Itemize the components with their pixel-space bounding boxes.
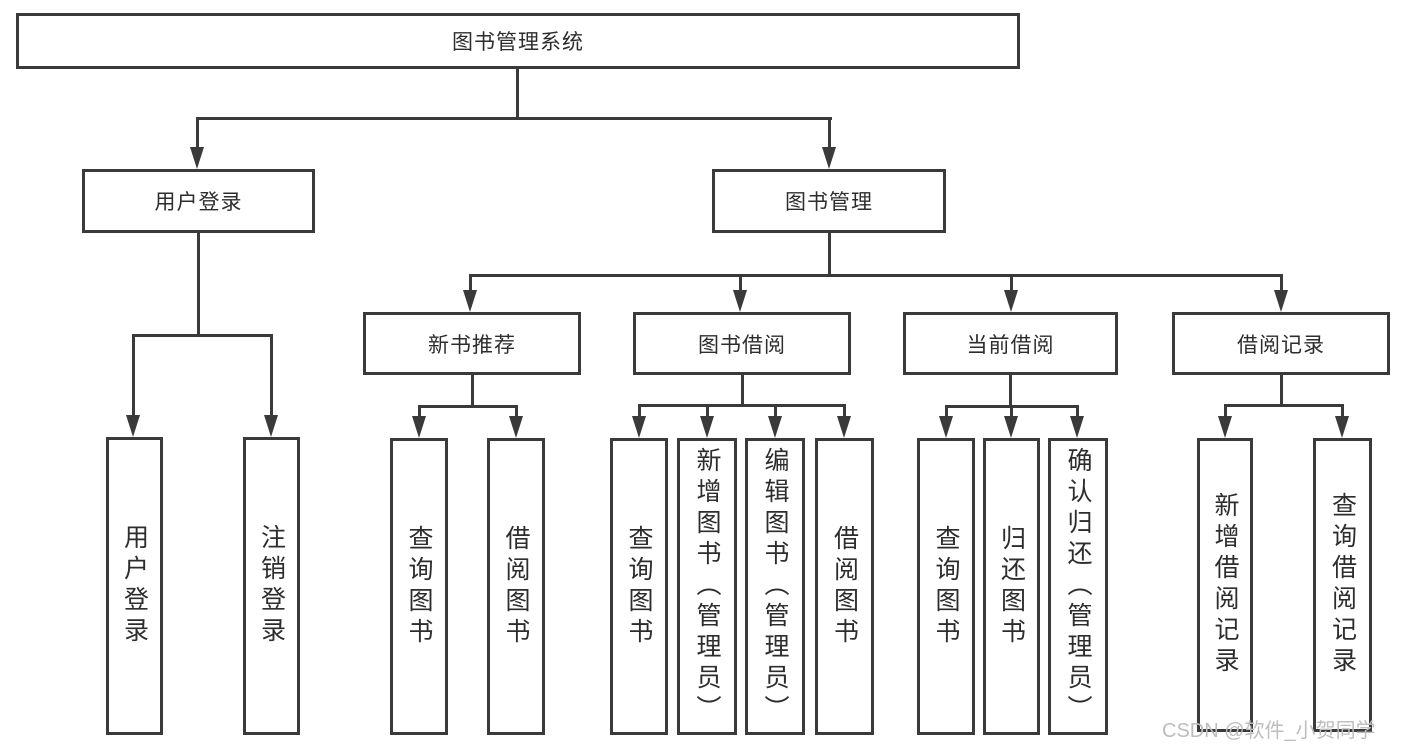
edge-line (196, 117, 199, 148)
edge-arrowhead-icon (822, 147, 836, 169)
edge-arrowhead-icon (463, 290, 477, 312)
leaf-query-borrow-record: 查询借阅记录 (1313, 438, 1372, 732)
edge-line (638, 404, 845, 407)
edge-line (132, 334, 135, 416)
leaf-edit-book-admin: 编辑图书︵管理员︶ (745, 438, 805, 735)
edge-line (469, 274, 472, 292)
edge-arrowhead-icon (412, 416, 426, 438)
edge-line (515, 405, 518, 418)
edge-arrowhead-icon (837, 416, 851, 438)
edge-line (945, 405, 948, 418)
node-book-management-label: 图书管理 (785, 191, 873, 214)
edge-line (197, 233, 200, 337)
edge-arrowhead-icon (733, 290, 747, 312)
node-book-borrow-label: 图书借阅 (698, 333, 786, 357)
leaf-user-login: 用户登录 (106, 437, 163, 735)
edge-line (418, 405, 517, 408)
node-current-borrow: 当前借阅 (903, 312, 1118, 375)
edge-arrowhead-icon (939, 416, 953, 438)
edge-arrowhead-icon (509, 416, 523, 438)
node-borrow-records: 借阅记录 (1172, 312, 1390, 375)
edge-line (516, 69, 519, 119)
edge-line (196, 117, 832, 120)
node-new-book-recommend-label: 新书推荐 (428, 333, 516, 357)
edge-arrowhead-icon (632, 416, 646, 438)
node-user-login-label: 用户登录 (154, 191, 243, 214)
edge-arrowhead-icon (264, 415, 278, 437)
edge-line (1224, 404, 1227, 418)
edge-arrowhead-icon (1004, 416, 1018, 438)
edge-line (828, 233, 831, 277)
leaf-query-books-recommend: 查询图书 (390, 438, 448, 735)
edge-arrowhead-icon (1335, 416, 1349, 438)
edge-line (774, 404, 777, 418)
csdn-watermark: CSDN @软件_小贺同学 (1162, 720, 1376, 742)
edge-arrowhead-icon (768, 416, 782, 438)
edge-line (1010, 274, 1013, 292)
node-current-borrow-label: 当前借阅 (966, 333, 1055, 357)
edge-arrowhead-icon (1274, 290, 1288, 312)
leaf-add-borrow-record: 新增借阅记录 (1197, 438, 1253, 732)
edge-line (828, 117, 831, 148)
edge-arrowhead-icon (190, 147, 204, 169)
edge-line (1224, 404, 1343, 407)
edge-line (739, 274, 742, 292)
edge-line (1009, 375, 1012, 408)
node-root-label: 图书管理系统 (452, 31, 584, 54)
leaf-confirm-return-admin: 确认归还︵管理员︶ (1048, 438, 1108, 735)
edge-arrowhead-icon (1070, 416, 1084, 438)
node-new-book-recommend: 新书推荐 (363, 312, 581, 375)
edge-line (638, 404, 641, 418)
edge-arrowhead-icon (126, 415, 140, 437)
edge-line (843, 404, 846, 418)
node-user-login: 用户登录 (82, 169, 315, 233)
edge-line (741, 375, 744, 406)
node-borrow-records-label: 借阅记录 (1237, 333, 1325, 357)
leaf-borrow-books: 借阅图书 (815, 438, 874, 735)
edge-arrowhead-icon (700, 416, 714, 438)
leaf-query-books-current: 查询图书 (917, 438, 975, 735)
edge-arrowhead-icon (1218, 416, 1232, 438)
node-root: 图书管理系统 (16, 13, 1020, 69)
edge-line (1076, 405, 1079, 418)
node-book-borrow: 图书借阅 (633, 312, 851, 375)
edge-line (1341, 404, 1344, 418)
edge-line (1280, 375, 1283, 406)
edge-line (270, 334, 273, 416)
edge-line (1280, 274, 1283, 292)
leaf-add-book-admin: 新增图书︵管理员︶ (677, 438, 737, 735)
leaf-return-book: 归还图书 (983, 438, 1040, 735)
edge-line (132, 334, 272, 337)
leaf-borrow-books-recommend: 借阅图书 (487, 438, 545, 735)
leaf-logout: 注销登录 (243, 437, 300, 735)
edge-line (418, 405, 421, 418)
edge-line (1010, 405, 1013, 418)
node-book-management: 图书管理 (712, 169, 946, 233)
edge-line (706, 404, 709, 418)
edge-arrowhead-icon (1004, 290, 1018, 312)
leaf-query-books-borrow: 查询图书 (610, 438, 668, 735)
edge-line (471, 375, 474, 408)
edge-line (469, 274, 1282, 277)
